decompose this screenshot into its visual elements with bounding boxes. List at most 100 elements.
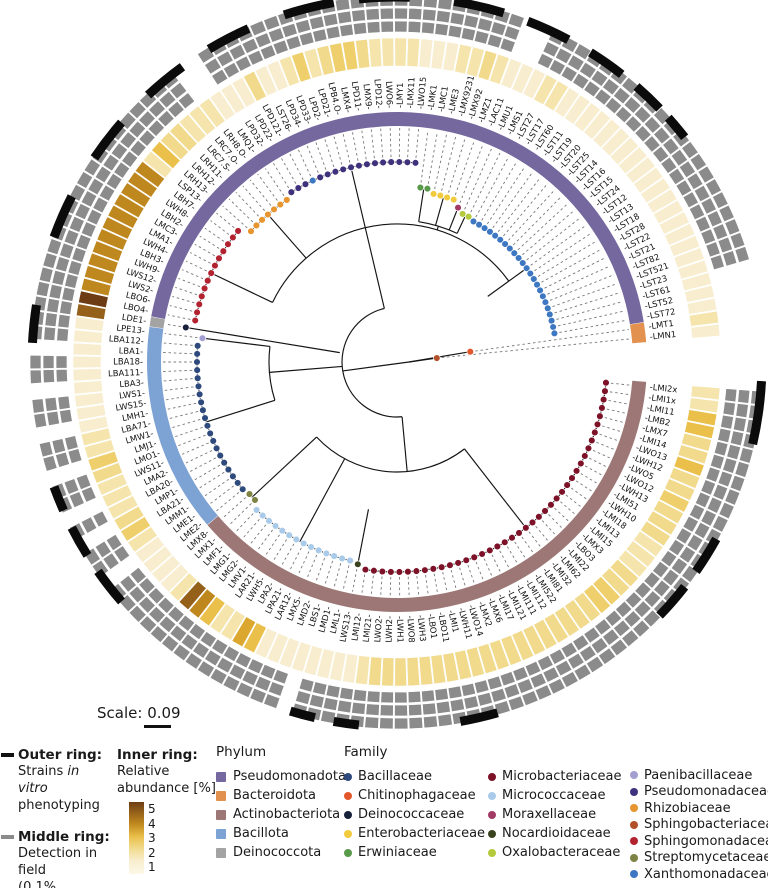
field-detection-cell: [594, 88, 612, 106]
strain-tip-dot: [338, 554, 346, 563]
family-label: Pseudomonadaceae: [644, 784, 768, 800]
field-detection-cell: [675, 527, 693, 545]
tip-guide-line: [552, 283, 618, 308]
field-detection-cell: [718, 204, 735, 223]
field-detection-cell: [524, 660, 542, 677]
field-detection-cell: [711, 514, 729, 533]
abundance-cell: [618, 146, 648, 175]
field-detection-cell: [121, 150, 139, 168]
tip-guide-line: [427, 131, 438, 184]
strain-tip-dot: [541, 507, 549, 515]
strain-tip-dot: [470, 553, 478, 562]
field-detection-cell: [512, 666, 529, 682]
field-detection-cell: [128, 604, 147, 624]
abundance-cell: [564, 599, 591, 630]
abundance-cell: [368, 656, 383, 686]
field-detection-cell: [724, 388, 738, 403]
tip-guide-line: [306, 145, 319, 173]
scale-bar-line: [144, 725, 171, 728]
field-detection-cell: [365, 8, 380, 21]
strain-tip-dot: [211, 261, 219, 270]
tip-guide-line: [541, 520, 556, 535]
family-label: Chitinophagaceae: [358, 788, 476, 803]
legend: Outer ring: Strains in vitro phenotyping…: [0, 744, 768, 888]
field-detection-cell: [138, 129, 156, 147]
invitro-arc: [90, 119, 125, 161]
field-detection-cell: [604, 609, 623, 628]
field-detection-cell: [138, 577, 156, 595]
strain-tip-dot: [197, 398, 205, 407]
field-detection-cell: [42, 355, 55, 369]
strain-tip-dot: [193, 366, 201, 374]
strain-tip-dot: [219, 247, 228, 255]
abundance-cell: [633, 530, 664, 557]
field-detection-cell: [94, 165, 112, 184]
scale-bar: Scale: 0.09: [97, 704, 181, 728]
cluster-stem: [448, 207, 459, 231]
field-detection-cell: [394, 717, 409, 730]
field-detection-cell: [80, 221, 97, 238]
strain-tip-dot: [215, 254, 223, 263]
family-legend-item: Paenibacillaceae: [630, 767, 768, 784]
field-detection-cell: [597, 647, 617, 666]
tip-guide-line: [530, 224, 587, 266]
field-detection-cell: [712, 223, 729, 241]
strain-tip-dot: [514, 254, 523, 262]
strain-tip-dot: [547, 316, 556, 325]
field-detection-cell: [573, 663, 592, 681]
strain-tip-dot: [264, 210, 272, 219]
invitro-arc: [748, 380, 766, 446]
field-detection-cell: [199, 630, 218, 648]
abundance-cell: [394, 657, 407, 687]
tip-guide-line: [265, 168, 285, 197]
abundance-cell: [381, 37, 395, 67]
tip-guide-line: [249, 524, 267, 545]
tip-guide-line: [242, 185, 265, 212]
field-detection-cell: [71, 246, 87, 264]
field-detection-cell: [460, 27, 477, 42]
field-detection-cell: [351, 701, 366, 715]
field-detection-cell: [42, 252, 58, 270]
strain-label: -LMI1: [446, 609, 461, 633]
field-detection-cell: [379, 704, 394, 717]
field-detection-cell: [408, 7, 423, 21]
strain-tip-dot: [216, 451, 224, 460]
abundance-cell: [681, 272, 712, 292]
field-detection-cell: [503, 25, 521, 41]
tip-guide-line: [526, 216, 582, 261]
abundance-cell: [101, 484, 133, 508]
tip-guide-line: [370, 575, 374, 595]
field-detection-cell: [54, 451, 71, 468]
abundance-cell: [135, 161, 165, 188]
abundance-cell: [278, 637, 300, 669]
tip-guide-line: [380, 576, 383, 596]
field-detection-cell: [211, 68, 229, 86]
tip-guide-line: [580, 473, 598, 484]
field-detection-cell: [449, 698, 466, 713]
abundance-cell: [653, 500, 684, 525]
abundance-cell: [625, 540, 656, 568]
field-detection-cell: [678, 545, 697, 564]
field-detection-cell: [380, 691, 394, 704]
family-dot-icon: [488, 829, 496, 838]
cluster-stem: [206, 399, 276, 423]
family-legend-item: Enterobacteriaceae: [344, 824, 486, 843]
cluster-stem: [251, 436, 317, 498]
abundance-cell: [664, 478, 696, 501]
colorbar-tick: 2: [148, 845, 156, 860]
tip-guide-line: [324, 560, 334, 585]
field-detection-cell: [705, 466, 721, 483]
strain-tip-dot: [412, 567, 421, 575]
field-detection-cell: [147, 586, 166, 605]
tip-guide-line: [228, 198, 254, 223]
field-detection-cell: [366, 690, 381, 703]
phylum-label: Deinococcota: [233, 845, 322, 860]
strain-label: -LWO15: [415, 76, 428, 109]
strain-tip-dot: [491, 231, 499, 240]
abundance-cell: [601, 127, 630, 157]
tip-guide-line: [415, 128, 420, 158]
abundance-cell: [76, 303, 107, 320]
abundance-cell: [329, 42, 347, 73]
field-detection-cell: [110, 142, 129, 161]
